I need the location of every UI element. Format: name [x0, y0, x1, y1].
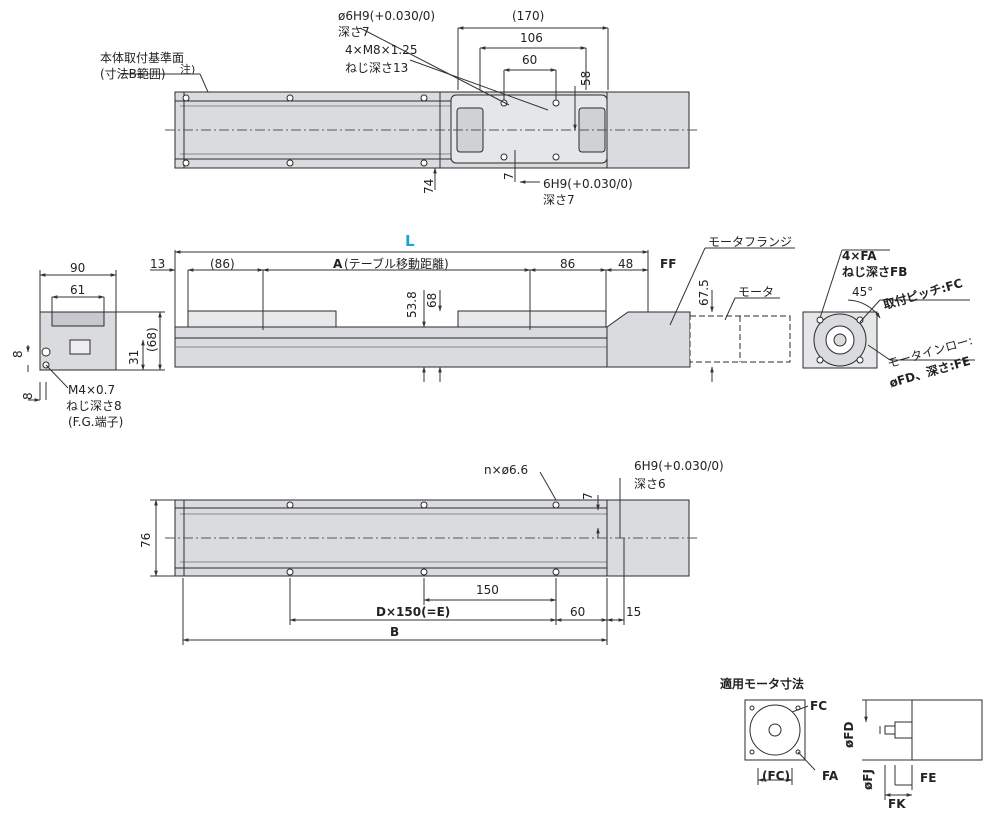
top-view	[120, 26, 700, 190]
dim-48: 48	[618, 257, 634, 271]
dim-7-top: 7	[502, 172, 516, 180]
dim-15: 15	[626, 605, 642, 619]
datum-note-line2: (寸法B範囲)	[100, 67, 166, 81]
dim-86: 86	[560, 257, 576, 271]
dim-FF: FF	[660, 257, 677, 271]
FC-label: FC	[810, 699, 828, 713]
datum-note-sup: 注)	[180, 63, 196, 76]
dim-76: 76	[139, 532, 153, 548]
dim-A-text: (テーブル移動距離)	[344, 257, 449, 271]
fa-label: 4×FA	[842, 249, 877, 263]
slot-top-label: 6H9(+0.030/0)	[543, 177, 633, 191]
motor-label: モータ	[738, 285, 775, 299]
slot-bottom-label: 6H9(+0.030/0)	[634, 459, 724, 473]
side-flange	[606, 311, 691, 368]
FC-paren: (FC)	[762, 769, 790, 783]
angle-45: 45°	[852, 285, 874, 299]
dim-31: 31	[127, 349, 141, 365]
fb-label: ねじ深さFB	[842, 265, 908, 279]
hole-top-label: ø6H9(+0.030/0)	[338, 9, 436, 23]
slot-bottom-depth: 深さ6	[634, 477, 666, 491]
D-expr: D×150(=E)	[376, 605, 451, 619]
dim-7-bottom: 7	[581, 492, 595, 500]
dim-106: 106	[520, 31, 543, 45]
tap-depth: ねじ深さ13	[345, 61, 409, 75]
FE-label: FE	[920, 771, 937, 785]
dim-60-top: 60	[522, 53, 538, 67]
fg-note-3: (F.G.端子)	[68, 415, 124, 429]
bottom-view	[150, 471, 700, 645]
side-table-left	[187, 310, 337, 328]
dim-150: 150	[476, 583, 499, 597]
side-view	[150, 247, 795, 382]
motor-dims-title: 適用モータ寸法	[720, 677, 805, 691]
motor-flange-label: モータフランジ	[708, 235, 793, 249]
dim-A: A	[333, 257, 343, 271]
FA-label: FA	[822, 769, 839, 783]
motor-dimensions	[744, 699, 983, 800]
dim-8-b: 8	[21, 392, 35, 400]
tap-note: 4×M8×1.25	[345, 43, 418, 57]
datum-note-line1: 本体取付基準面	[100, 51, 185, 65]
side-table-right	[457, 310, 607, 328]
dim-L: L	[405, 232, 415, 250]
dim-68: 68	[425, 292, 439, 308]
end-view	[26, 270, 165, 402]
fg-note-2: ねじ深さ8	[66, 399, 122, 413]
dim-74: 74	[422, 178, 436, 194]
dim-86-paren: (86)	[210, 257, 235, 271]
dim-90: 90	[70, 261, 86, 275]
dim-B: B	[390, 625, 400, 639]
fg-note-1: M4×0.7	[68, 383, 116, 397]
dim-61: 61	[70, 283, 86, 297]
FD-label: øFD	[842, 721, 856, 748]
dim-68-paren: (68)	[145, 327, 159, 352]
dim-170: (170)	[512, 9, 545, 23]
dim-13: 13	[150, 257, 166, 271]
dim-58: 58	[579, 70, 593, 86]
hole-top-depth: 深さ7	[338, 25, 370, 39]
dim-53-8: 53.8	[405, 291, 419, 318]
FK-label: FK	[888, 797, 906, 811]
dim-67-5: 67.5	[697, 279, 711, 306]
motor-end-view	[802, 249, 975, 369]
n-holes-label: n×ø6.6	[484, 463, 529, 477]
dim-8-a: 8	[11, 350, 25, 358]
dim-60-bottom: 60	[570, 605, 586, 619]
FJ-label: øFJ	[861, 769, 875, 790]
slot-top-depth: 深さ7	[543, 193, 575, 207]
